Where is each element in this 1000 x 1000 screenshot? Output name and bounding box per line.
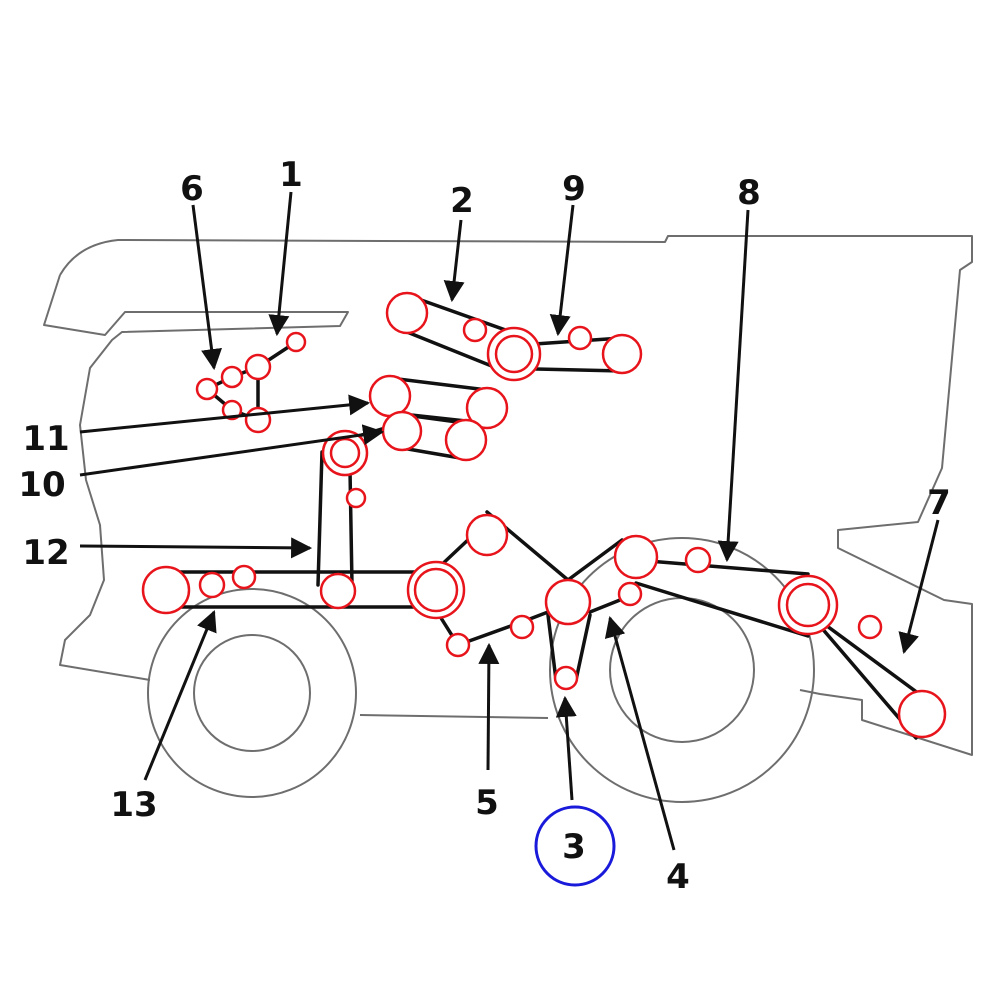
- arrow-12: [79, 537, 313, 559]
- pulley: [368, 374, 412, 418]
- machine-outline: [43, 235, 973, 803]
- callout-label-4[interactable]: 4: [666, 857, 690, 897]
- callout-label-2[interactable]: 2: [450, 181, 474, 221]
- pulley: [857, 614, 883, 640]
- callout-label-9[interactable]: 9: [562, 169, 586, 209]
- pulley: [544, 578, 592, 626]
- pulley: [231, 564, 257, 590]
- arrow-13: [143, 610, 217, 781]
- pulley: [221, 399, 243, 421]
- pulley: [465, 513, 509, 557]
- pulley: [684, 546, 712, 574]
- callout-label-11[interactable]: 11: [22, 419, 69, 459]
- arrow-8: [717, 209, 750, 563]
- arrow-3: [555, 695, 577, 801]
- pulley: [462, 317, 488, 343]
- pulley-inner: [785, 582, 831, 628]
- callout-label-8[interactable]: 8: [737, 173, 761, 213]
- pulley: [465, 386, 509, 430]
- arrow-6: [191, 204, 222, 371]
- front-wheel-hub: [193, 634, 311, 752]
- arrow-11: [79, 394, 371, 434]
- pulley: [444, 418, 488, 462]
- arrow-5: [478, 642, 500, 771]
- pulley: [385, 291, 429, 335]
- callout-arrows: [79, 191, 940, 851]
- highlight-circle: [534, 805, 616, 887]
- pulley-inner: [494, 334, 534, 374]
- pulley-inner: [413, 567, 459, 613]
- callout-label-1[interactable]: 1: [279, 155, 303, 195]
- callout-label-7[interactable]: 7: [927, 483, 951, 523]
- callout-labels: 1 2 3 4 5 6 7 8 9 10 11 12 13: [18, 155, 951, 897]
- pulley: [897, 689, 947, 739]
- pulley: [141, 565, 191, 615]
- pulley: [244, 406, 272, 434]
- pulley: [567, 325, 593, 351]
- arrow-2: [443, 219, 465, 303]
- arrow-10: [79, 424, 385, 477]
- pulley: [617, 581, 643, 607]
- arrow-9: [549, 204, 575, 337]
- pulley: [553, 665, 579, 691]
- pulley: [198, 571, 226, 599]
- arrow-7: [898, 519, 940, 655]
- callout-label-10[interactable]: 10: [18, 465, 65, 505]
- belts: [164, 293, 924, 740]
- pulley: [345, 487, 367, 509]
- pulley: [319, 572, 357, 610]
- arrow-4: [604, 615, 676, 851]
- pulley: [381, 410, 423, 452]
- pulley-inner: [329, 437, 361, 469]
- rear-wheel-hub: [609, 597, 755, 743]
- callout-label-12[interactable]: 12: [22, 533, 69, 573]
- pulley: [509, 614, 535, 640]
- pulley: [445, 632, 471, 658]
- pulley: [285, 331, 307, 353]
- callout-label-6[interactable]: 6: [180, 169, 204, 209]
- front-wheel: [147, 588, 357, 798]
- callout-label-3[interactable]: 3: [562, 827, 586, 867]
- pulley: [220, 365, 244, 389]
- pulley: [195, 377, 219, 401]
- pulley: [601, 333, 643, 375]
- callout-label-5[interactable]: 5: [475, 783, 499, 823]
- pulley: [244, 353, 272, 381]
- callout-label-13[interactable]: 13: [110, 785, 157, 825]
- rear-wheel: [549, 537, 815, 803]
- pulleys: [141, 291, 947, 739]
- arrow-1: [268, 191, 293, 337]
- pulley: [613, 534, 659, 580]
